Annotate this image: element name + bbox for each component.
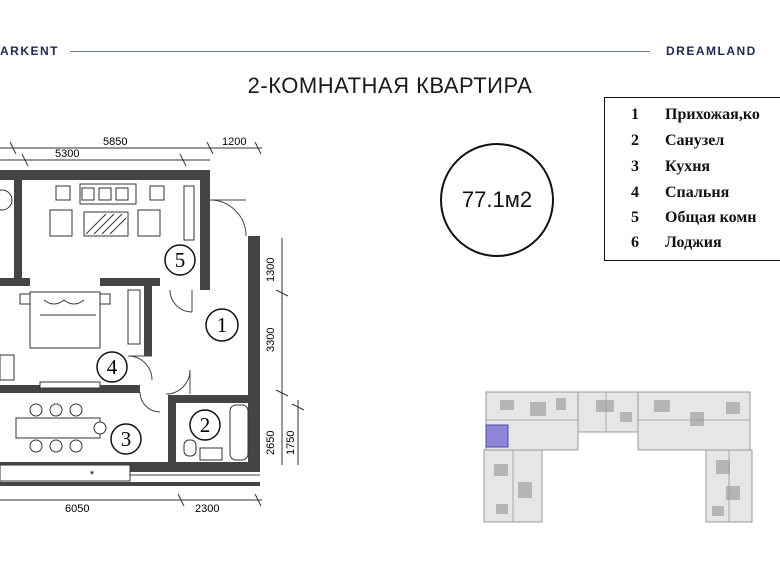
legend-number: 3 xyxy=(631,158,639,175)
room-marker-labels: 1 2 3 4 5 xyxy=(107,248,228,451)
legend-number: 4 xyxy=(631,184,639,201)
dim-3300: 3300 xyxy=(265,328,277,352)
dim-1300: 1300 xyxy=(265,258,277,282)
room-marker-1: 1 xyxy=(217,313,228,337)
armchair xyxy=(0,354,15,381)
header-divider xyxy=(70,51,650,52)
dim-1200: 1200 xyxy=(222,136,246,148)
legend-label: Кухня xyxy=(665,158,711,175)
sink xyxy=(199,447,223,461)
room-marker-5: 5 xyxy=(175,248,186,272)
area-badge: 77.1м2 xyxy=(440,143,554,257)
legend-label: Прихожая,ко xyxy=(665,106,760,123)
brand-right-logo: DREAMLAND xyxy=(666,44,757,58)
dimension-lines xyxy=(0,141,305,507)
room-legend: 1 Прихожая,ко 2 Санузел 3 Кухня 4 Спальн… xyxy=(604,97,780,261)
area-value: 77.1м2 xyxy=(461,187,533,212)
bathtub xyxy=(229,404,249,461)
bed xyxy=(19,291,111,349)
room-marker-3: 3 xyxy=(121,427,132,451)
legend-number: 2 xyxy=(631,132,639,149)
dining-table xyxy=(15,417,101,439)
toilet xyxy=(183,439,197,457)
kitchen-counter xyxy=(0,464,131,482)
sofa-set xyxy=(49,183,195,241)
legend-number: 5 xyxy=(631,209,639,226)
room-marker-2: 2 xyxy=(200,413,211,437)
doors xyxy=(127,199,247,413)
room-markers xyxy=(96,244,239,455)
legend-number: 1 xyxy=(631,106,639,123)
dim-2650: 2650 xyxy=(265,431,277,455)
dim-6050: 6050 xyxy=(65,503,89,515)
brand-left-logo: ARKENT xyxy=(0,44,59,58)
dim-5300: 5300 xyxy=(55,148,79,160)
bedroom-shelf xyxy=(39,381,101,389)
legend-label: Лоджия xyxy=(665,234,722,251)
dim-1750: 1750 xyxy=(285,431,297,455)
coffee-table-hatch xyxy=(85,213,127,235)
legend-label: Спальня xyxy=(665,184,730,201)
dining-chairs xyxy=(29,403,107,453)
page-title: 2-КОМНАТНАЯ КВАРТИРА xyxy=(247,73,533,98)
legend-label: Санузел xyxy=(665,132,725,149)
dim-2300: 2300 xyxy=(195,503,219,515)
room-marker-4: 4 xyxy=(107,355,118,379)
building-key-plan xyxy=(483,391,753,523)
plant-icon xyxy=(0,189,13,211)
stove-icon: * xyxy=(90,469,95,481)
dim-5850: 5850 xyxy=(103,136,127,148)
legend-label: Общая комн xyxy=(665,209,757,226)
legend-number: 6 xyxy=(631,234,639,251)
unit-highlight xyxy=(485,424,509,448)
wardrobe xyxy=(127,289,141,345)
